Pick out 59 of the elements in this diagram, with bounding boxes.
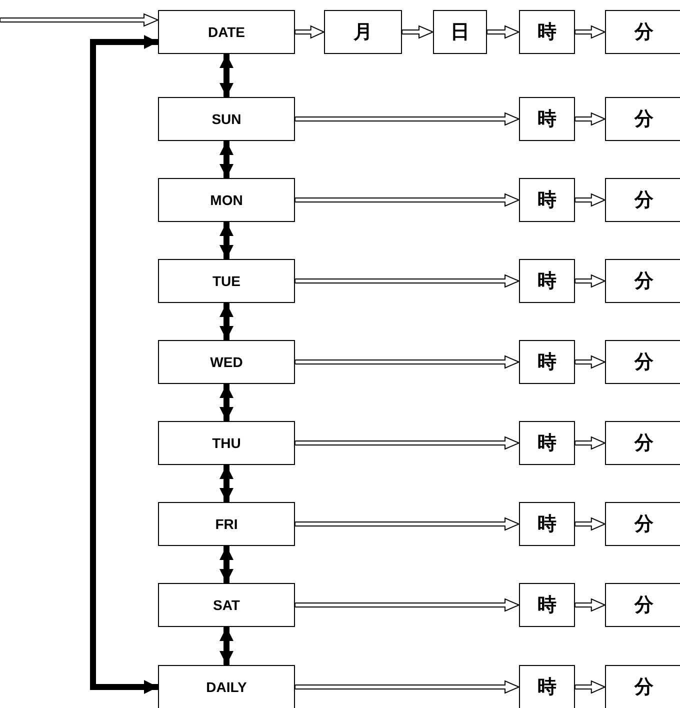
- arrow: [220, 141, 234, 178]
- process-box: 時: [519, 665, 575, 708]
- process-box: 時: [519, 502, 575, 546]
- process-box: DAILY: [158, 665, 295, 708]
- process-box: 時: [519, 259, 575, 303]
- arrow: [220, 222, 234, 259]
- hollow-arrow: [294, 274, 520, 288]
- arrow: [220, 627, 234, 665]
- hollow-arrow: [486, 25, 520, 39]
- process-box: 時: [519, 340, 575, 384]
- arrow: [220, 303, 234, 340]
- process-box: 時: [519, 10, 575, 54]
- hollow-arrow: [294, 436, 520, 450]
- process-box: WED: [158, 340, 295, 384]
- process-box: 月: [324, 10, 402, 54]
- process-box: SAT: [158, 583, 295, 627]
- process-box: FRI: [158, 502, 295, 546]
- process-box: 日: [433, 10, 487, 54]
- hollow-arrow: [294, 193, 520, 207]
- process-box: MON: [158, 178, 295, 222]
- hollow-arrow: [294, 112, 520, 126]
- process-box: 時: [519, 583, 575, 627]
- hollow-arrow: [0, 13, 160, 27]
- process-box: 分: [605, 421, 680, 465]
- arrow: [90, 35, 158, 694]
- hollow-arrow: [574, 598, 606, 612]
- hollow-arrow: [574, 193, 606, 207]
- hollow-arrow: [574, 112, 606, 126]
- hollow-arrow: [574, 274, 606, 288]
- process-box: 分: [605, 259, 680, 303]
- arrow: [220, 384, 234, 421]
- process-box: DATE: [158, 10, 295, 54]
- hollow-arrow: [294, 680, 520, 694]
- process-box: 分: [605, 178, 680, 222]
- process-box: 分: [605, 583, 680, 627]
- hollow-arrow: [402, 25, 434, 39]
- process-box: 分: [605, 502, 680, 546]
- hollow-arrow: [294, 355, 520, 369]
- process-box: THU: [158, 421, 295, 465]
- process-box: SUN: [158, 97, 295, 141]
- process-box: 分: [605, 665, 680, 708]
- arrow: [220, 546, 234, 583]
- arrow: [220, 465, 234, 502]
- process-box: 分: [605, 10, 680, 54]
- hollow-arrow: [574, 680, 606, 694]
- process-box: 時: [519, 178, 575, 222]
- process-box: 時: [519, 97, 575, 141]
- hollow-arrow: [574, 517, 606, 531]
- hollow-arrow: [294, 517, 520, 531]
- process-box: 分: [605, 340, 680, 384]
- hollow-arrow: [294, 598, 520, 612]
- hollow-arrow: [574, 355, 606, 369]
- process-box: 分: [605, 97, 680, 141]
- hollow-arrow: [574, 25, 606, 39]
- arrow: [220, 54, 234, 97]
- process-box: 時: [519, 421, 575, 465]
- hollow-arrow: [294, 25, 326, 39]
- process-box: TUE: [158, 259, 295, 303]
- hollow-arrow: [574, 436, 606, 450]
